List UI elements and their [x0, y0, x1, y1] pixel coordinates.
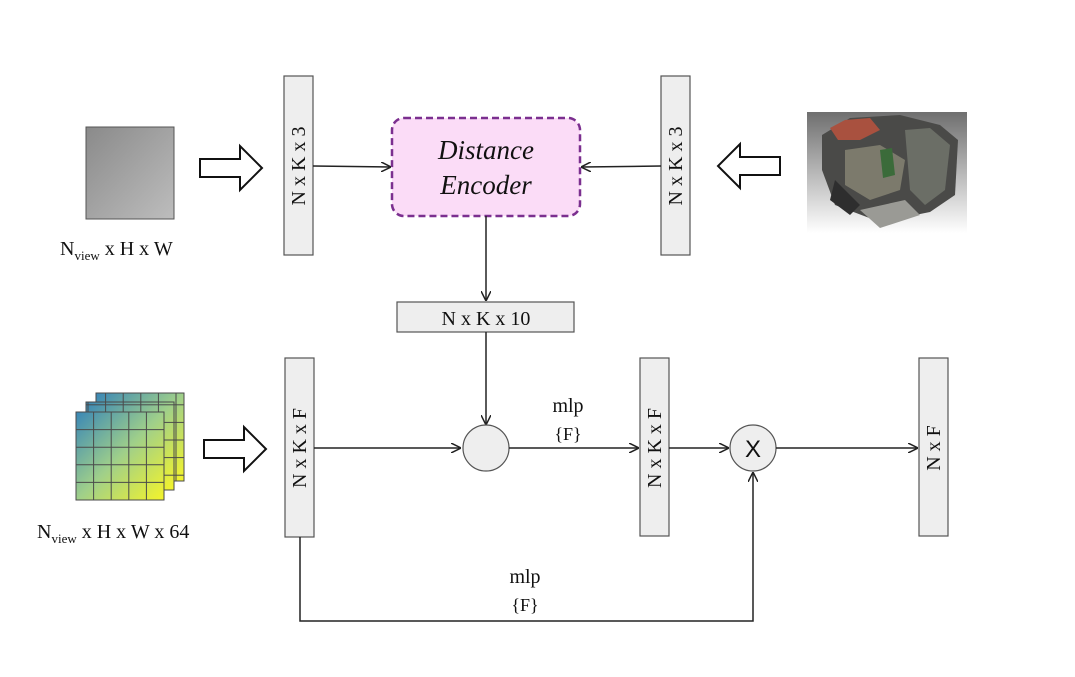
mlp-bottom-label: mlp	[509, 566, 540, 588]
feature-map-stack	[75, 392, 185, 501]
dims-box-top-left	[283, 75, 314, 256]
output-dims-box	[918, 357, 949, 537]
distance-encoder-box	[390, 116, 582, 218]
mlp-top-label: mlp	[552, 395, 583, 417]
depth-image	[85, 126, 175, 220]
dims-box-top-right	[660, 75, 691, 256]
depth-image-label: Nview x H x W	[60, 238, 173, 263]
dims-label-top-left: N x K x 3	[288, 127, 310, 206]
distance-encoder-label-2: Encoder	[439, 170, 532, 200]
dims-label-top-right: N x K x 3	[665, 127, 687, 206]
mlp-feature-dims-label: N x K x F	[644, 408, 666, 488]
hollow-arrow-depth	[199, 143, 264, 193]
mlp-feature-dims-box	[639, 357, 670, 537]
feature-map-label: Nview x H x W x 64	[37, 521, 189, 546]
feature-dims-label: N x K x F	[289, 408, 311, 488]
arrow-left-to-encoder	[312, 166, 390, 167]
mlp-bottom-param: {F}	[511, 595, 538, 615]
hollow-arrow-pointcloud	[716, 141, 781, 191]
output-dims-label: N x F	[923, 425, 945, 471]
hollow-arrow-features	[203, 424, 268, 474]
encoded-dims-box	[396, 301, 575, 333]
multiply-symbol: X	[745, 436, 761, 463]
mlp-top-param: {F}	[554, 424, 581, 444]
distance-encoder-label-1: Distance	[437, 135, 534, 165]
combine-node	[462, 424, 510, 472]
feature-dims-box	[284, 357, 315, 538]
encoded-dims-label: N x K x 10	[442, 308, 531, 330]
point-cloud-image	[807, 112, 967, 233]
arrow-skip-mlp	[299, 473, 753, 622]
arrow-right-to-encoder	[582, 166, 662, 167]
